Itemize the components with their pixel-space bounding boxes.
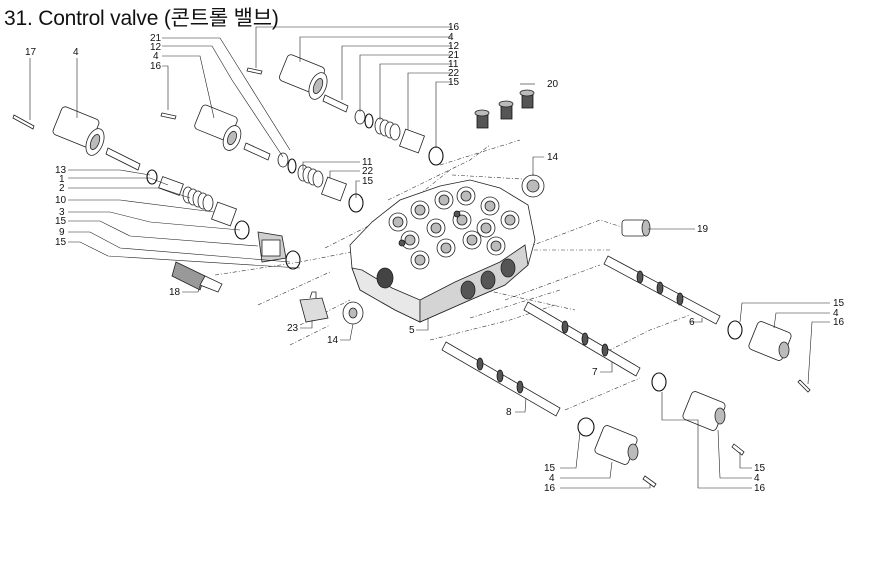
cap-right-upper	[748, 321, 811, 393]
callout-5: 5	[409, 325, 415, 336]
callout-22: 22	[362, 166, 374, 177]
callout-16: 16	[448, 22, 460, 33]
callout-10: 10	[55, 195, 67, 206]
relief-valve-18	[171, 261, 223, 293]
callout-16: 16	[833, 317, 845, 328]
cap-right-middle	[682, 391, 745, 456]
callout-14: 14	[327, 335, 339, 346]
callout-15: 15	[362, 176, 374, 187]
fitting-19	[621, 219, 651, 237]
spring-11b	[297, 164, 324, 188]
cap-right-lower	[594, 425, 657, 488]
callout-16: 16	[150, 61, 162, 72]
leader-lines	[29, 26, 830, 489]
spring-2	[182, 186, 214, 212]
callout-4: 4	[833, 308, 839, 319]
callout-11: 11	[362, 157, 373, 168]
callout-4: 4	[754, 473, 760, 484]
callout-3: 3	[59, 207, 65, 218]
callout-labels: 17 4 21 12 4 16 16 4 12 21 11 22 15 20 1…	[25, 22, 845, 494]
check-valves-20	[474, 89, 535, 129]
plug-14b	[342, 301, 364, 325]
spool-7	[523, 301, 667, 392]
callout-15: 15	[754, 463, 766, 474]
callout-17: 17	[25, 47, 37, 58]
callout-7: 7	[592, 367, 598, 378]
callout-6: 6	[689, 317, 695, 328]
callout-12: 12	[150, 42, 162, 53]
callout-16: 16	[544, 483, 556, 494]
callout-15: 15	[544, 463, 556, 474]
page-title: 31. Control valve (콘트롤 밸브)	[4, 7, 279, 30]
nut-23	[299, 291, 329, 323]
valve-body	[349, 179, 536, 323]
upper-spool-assembly	[246, 54, 444, 166]
callout-15: 15	[55, 237, 67, 248]
callout-8: 8	[506, 407, 512, 418]
callout-21: 21	[448, 50, 460, 61]
callout-4: 4	[549, 473, 555, 484]
callout-2: 2	[59, 183, 65, 194]
callout-9: 9	[59, 227, 65, 238]
plug-14a	[521, 174, 545, 198]
middle-spool-assembly	[160, 104, 364, 213]
callout-20: 20	[547, 79, 559, 90]
spring-11a	[374, 117, 401, 141]
left-spool-assembly	[12, 106, 301, 270]
callout-4: 4	[73, 47, 79, 58]
callout-4: 4	[153, 51, 159, 62]
callout-18: 18	[169, 287, 181, 298]
spool-6	[603, 255, 743, 340]
callout-1: 1	[59, 174, 65, 185]
callout-4: 4	[448, 32, 454, 43]
callout-16: 16	[754, 483, 766, 494]
callout-21: 21	[150, 33, 162, 44]
callout-13: 13	[55, 165, 67, 176]
callout-11: 11	[448, 59, 459, 70]
spool-8	[441, 341, 595, 437]
callout-19: 19	[697, 224, 709, 235]
callout-15: 15	[833, 298, 845, 309]
callout-15: 15	[55, 216, 67, 227]
callout-12: 12	[448, 41, 460, 52]
callout-15: 15	[448, 77, 460, 88]
callout-23: 23	[287, 323, 299, 334]
callout-14: 14	[547, 152, 559, 163]
callout-22: 22	[448, 68, 460, 79]
